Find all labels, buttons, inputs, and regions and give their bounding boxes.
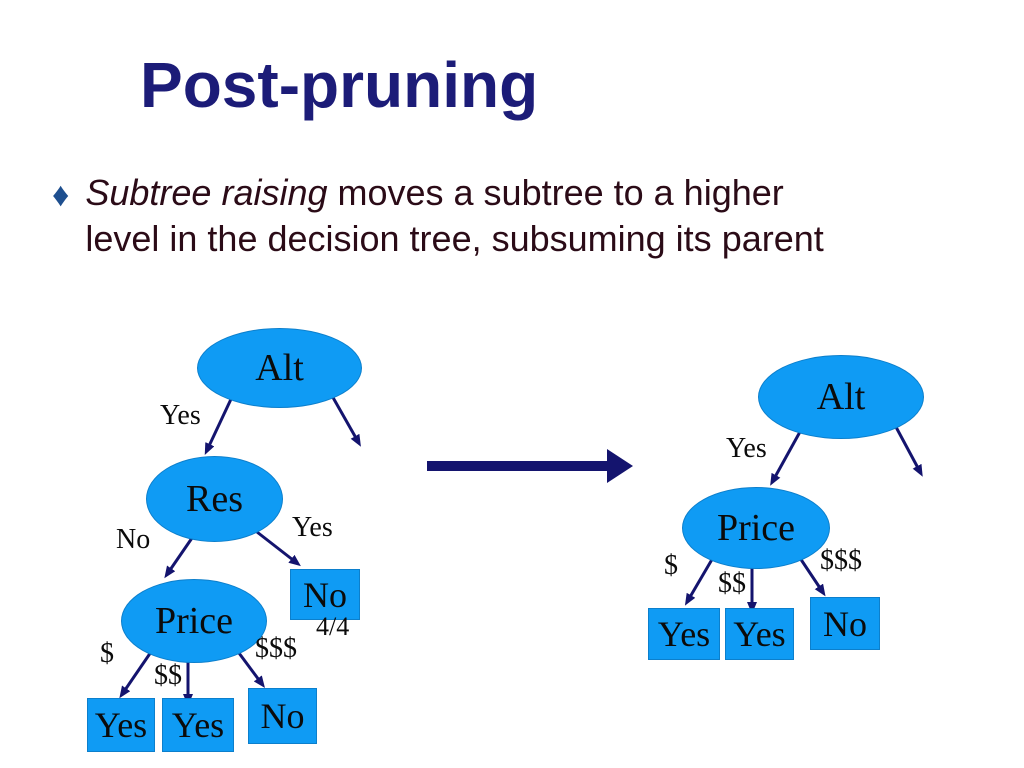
left-tree-node-alt: Alt <box>197 328 362 408</box>
left-edge-label-dollar: $ <box>100 638 114 669</box>
left-tree-leaf-yes-1: Yes <box>87 698 155 752</box>
edge-left-alt-res <box>204 396 234 456</box>
bullet-item: ♦ Subtree raising moves a subtree to a h… <box>52 170 982 262</box>
left-tree-leaf-yes-2: Yes <box>162 698 234 752</box>
left-tree-leaf-no-lower: No <box>248 688 317 744</box>
edge-left-price-yes1 <box>119 651 153 699</box>
edge-right-alt-pruned <box>894 426 923 477</box>
right-tree-leaf-yes-2: Yes <box>725 608 794 660</box>
left-edge-label-yes-top: Yes <box>160 400 201 431</box>
bullet-line-1-rest: moves a subtree to a higher <box>327 172 784 213</box>
right-edge-label-dollar: $ <box>664 550 678 581</box>
right-tree-node-price: Price <box>682 487 830 569</box>
bullet-line-2: level in the decision tree, subsuming it… <box>85 218 824 259</box>
edge-right-alt-price <box>770 429 803 486</box>
right-tree-leaf-no: No <box>810 597 880 650</box>
edge-left-res-price <box>164 537 194 579</box>
right-edge-label-yes: Yes <box>726 433 767 464</box>
left-edge-label-dollar2: $$ <box>154 660 182 691</box>
transform-arrow <box>427 449 633 483</box>
left-tree-leaf-no-upper: No <box>290 569 360 620</box>
left-edge-label-no: No <box>116 524 151 555</box>
edge-left-alt-pruned <box>329 393 361 447</box>
right-edge-label-dollar2: $$ <box>718 568 746 599</box>
left-tree-node-price: Price <box>121 579 267 663</box>
right-tree-node-alt: Alt <box>758 355 924 439</box>
edge-right-price-yes1 <box>684 555 716 606</box>
page-title: Post-pruning <box>140 49 539 121</box>
left-edge-label-dollar3: $$$ <box>255 633 297 664</box>
bullet-line-1: Subtree raising moves a subtree to a hig… <box>85 170 823 216</box>
right-edge-label-dollar3: $$$ <box>820 545 862 576</box>
left-leaf-count-label: 4/4 <box>316 612 350 641</box>
right-tree-leaf-yes-1: Yes <box>648 608 720 660</box>
diamond-bullet-icon: ♦ <box>52 176 70 214</box>
bullet-italic-lead: Subtree raising <box>85 172 328 213</box>
edge-left-res-no <box>256 530 301 567</box>
bullet-text: Subtree raising moves a subtree to a hig… <box>85 170 823 262</box>
left-edge-label-yes-mid: Yes <box>292 512 333 543</box>
left-tree-node-res: Res <box>146 456 283 542</box>
